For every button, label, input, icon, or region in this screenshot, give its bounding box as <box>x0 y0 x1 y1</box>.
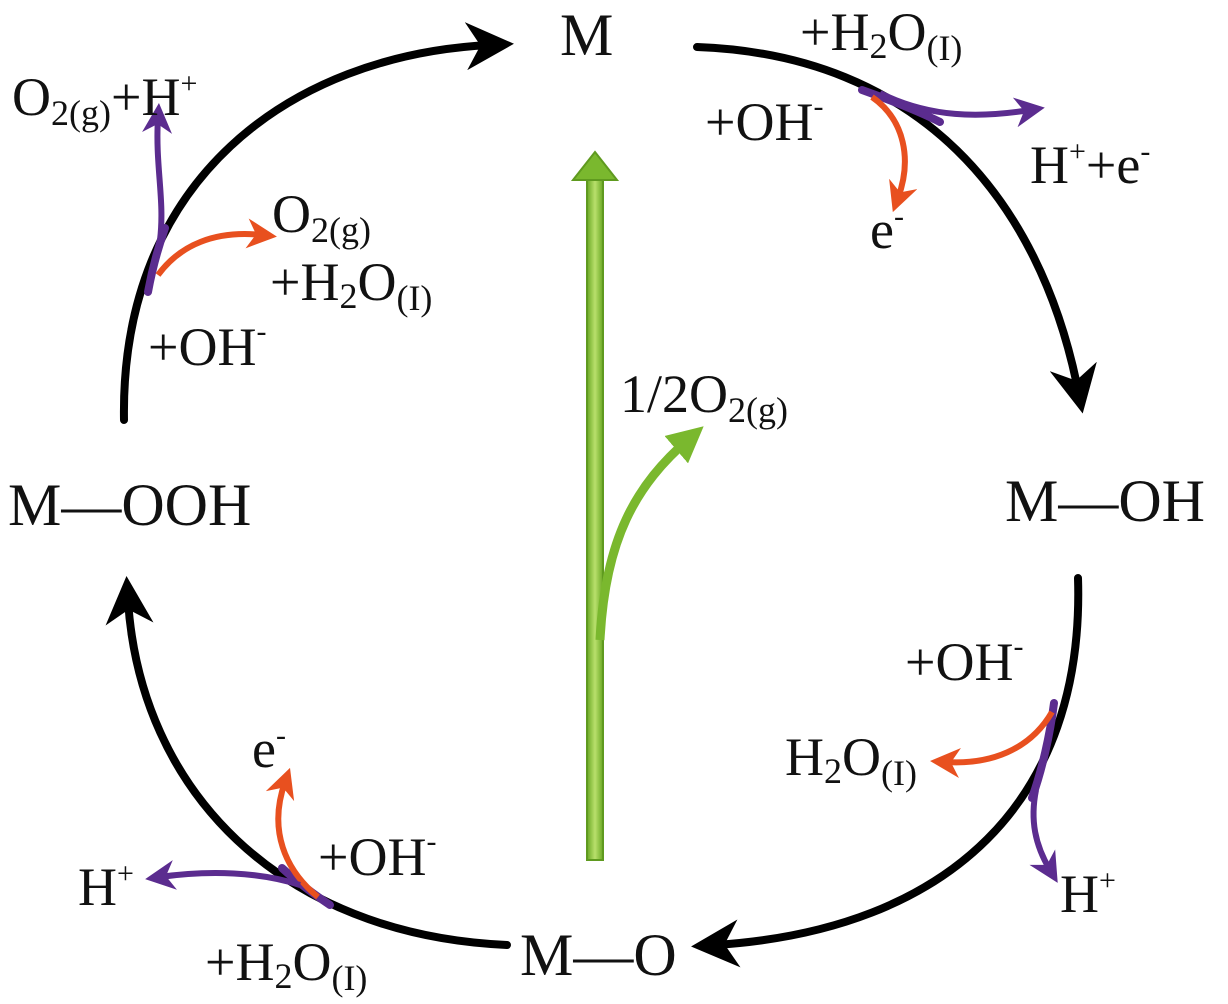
step1-base-product: e- <box>870 200 904 260</box>
step3-base-product: e- <box>252 719 286 779</box>
arc-mo-to-mooh <box>105 576 511 949</box>
step4-acid-arrow <box>142 103 173 241</box>
step1-h2o-label: +H2O(I) <box>800 2 962 68</box>
arc-m-to-moh <box>693 43 1097 414</box>
step3-base-arrow <box>265 767 320 900</box>
cycle-arcs <box>105 22 1097 968</box>
step2-acid-arrow <box>1029 789 1058 883</box>
step4-acid-product: O2(g)+H+ <box>12 67 197 133</box>
oxygen-arrow-head <box>570 150 620 181</box>
step4-base-arrow <box>155 218 277 277</box>
oxygen-release-arrow <box>570 150 704 861</box>
oxygen-branch-arrow <box>595 426 704 641</box>
step3-oh-label: +OH- <box>318 825 436 887</box>
arc-moh-to-mo <box>691 574 1083 968</box>
center-oxygen-label: 1/2O2(g) <box>620 364 788 430</box>
step3-acid-product: H+ <box>78 857 134 917</box>
species-m: M <box>560 2 613 68</box>
species-m-ooh: M—OOH <box>8 472 251 538</box>
oxygen-arrow-shaft <box>586 177 604 861</box>
arc-mooh-to-m <box>119 22 514 424</box>
step1-oh-label: +OH- <box>705 90 823 152</box>
step1-acid-product: H++e- <box>1030 135 1150 195</box>
step4-oh-label: +OH- <box>148 315 266 377</box>
step2-base-product: H2O(I) <box>785 727 917 793</box>
step4-base-product-line1: O2(g) <box>272 184 371 250</box>
species-m-o: M—O <box>520 922 677 988</box>
step1-acid-arrow <box>878 90 1045 128</box>
step2-base-arrow <box>930 710 1055 778</box>
step3-h2o-label: +H2O(I) <box>205 932 367 998</box>
step4-base-product-line2: +H2O(I) <box>270 252 432 318</box>
step2-acid-product: H+ <box>1060 864 1116 924</box>
step1-base-arrow <box>870 94 918 213</box>
step2-oh-label: +OH- <box>905 630 1023 692</box>
species-m-oh: M—OH <box>1005 468 1205 534</box>
step3-acid-arrow <box>145 860 301 890</box>
